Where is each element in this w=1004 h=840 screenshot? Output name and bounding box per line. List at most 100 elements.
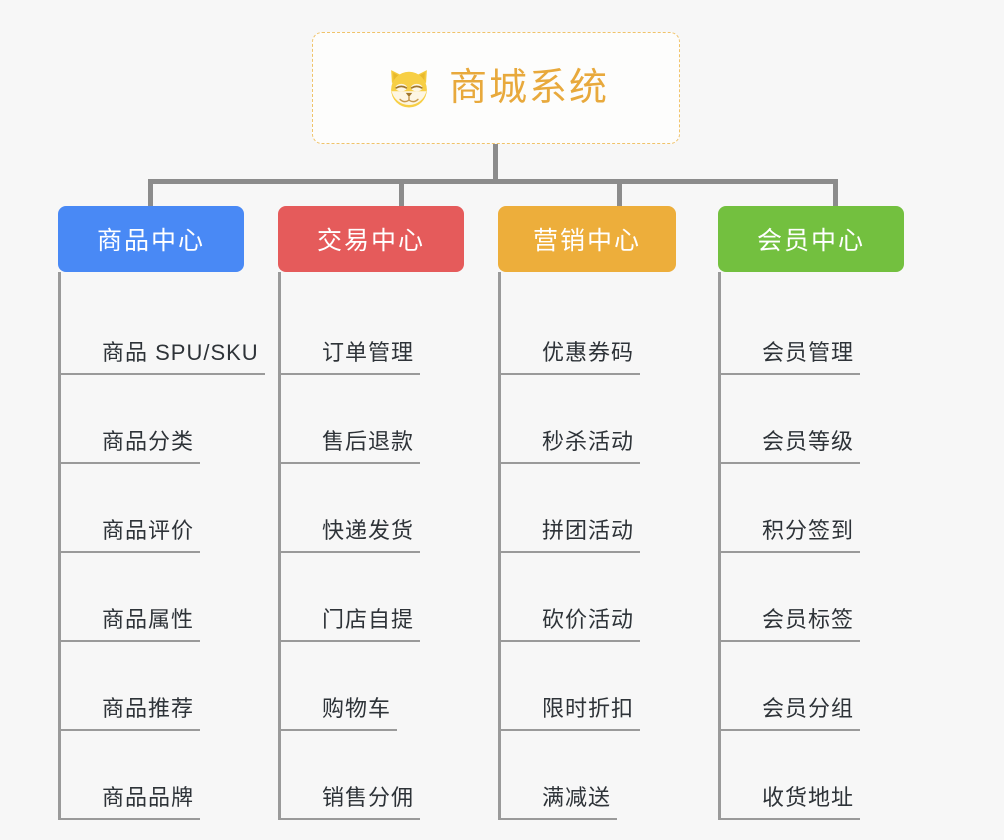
column-marketing-center: 营销中心 优惠券码 秒杀活动 拼团活动 砍价活动 <box>498 206 717 820</box>
list-item[interactable]: 秒杀活动 <box>498 375 717 464</box>
leaf-label: 收货地址 <box>762 784 855 810</box>
leaf-list-marketing: 优惠券码 秒杀活动 拼团活动 砍价活动 限时折扣 <box>498 272 717 820</box>
leaf-label: 满减送 <box>542 784 612 810</box>
leaf-label: 门店自提 <box>322 606 415 632</box>
root-title: 商城系统 <box>448 67 609 109</box>
list-item[interactable]: 售后退款 <box>278 375 497 464</box>
list-item[interactable]: 商品属性 <box>58 553 277 642</box>
connector-drop-1 <box>148 179 153 207</box>
leaf-label: 商品评价 <box>102 517 195 543</box>
category-header-product[interactable]: 商品中心 <box>58 206 244 272</box>
leaf-list-member: 会员管理 会员等级 积分签到 会员标签 会员分组 <box>718 272 937 820</box>
leaf-underline <box>718 818 861 820</box>
leaf-label: 购物车 <box>322 695 392 721</box>
leaf-label: 优惠券码 <box>542 339 635 365</box>
category-title: 会员中心 <box>756 227 865 255</box>
list-item[interactable]: 会员等级 <box>718 375 937 464</box>
connector-drop-3 <box>617 179 622 207</box>
leaf-label: 会员分组 <box>762 695 855 721</box>
leaf-underline <box>278 551 421 553</box>
leaf-underline <box>58 551 201 553</box>
leaf-label: 商品属性 <box>102 606 195 632</box>
leaf-underline <box>718 551 861 553</box>
category-title: 商品中心 <box>96 227 205 255</box>
leaf-underline <box>278 373 421 375</box>
list-item[interactable]: 会员标签 <box>718 553 937 642</box>
list-item[interactable]: 门店自提 <box>278 553 497 642</box>
leaf-label: 积分签到 <box>762 517 855 543</box>
leaf-underline <box>58 373 265 375</box>
leaf-label: 商品分类 <box>102 428 195 454</box>
leaf-trunk <box>58 272 61 820</box>
column-trade-center: 交易中心 订单管理 售后退款 快递发货 门店自提 <box>278 206 497 820</box>
root-node[interactable]: 商城系统 <box>312 32 680 144</box>
leaf-label: 商品推荐 <box>102 695 195 721</box>
list-item[interactable]: 商品分类 <box>58 375 277 464</box>
leaf-label: 商品品牌 <box>102 784 195 810</box>
leaf-underline <box>498 729 641 731</box>
leaf-underline <box>278 640 421 642</box>
leaf-label: 会员管理 <box>762 339 855 365</box>
leaf-underline <box>718 373 861 375</box>
list-item[interactable]: 收货地址 <box>718 731 937 820</box>
list-item[interactable]: 砍价活动 <box>498 553 717 642</box>
list-item[interactable]: 积分签到 <box>718 464 937 553</box>
column-member-center: 会员中心 会员管理 会员等级 积分签到 会员标签 <box>718 206 937 820</box>
leaf-underline <box>58 462 201 464</box>
connector-drop-4 <box>833 179 838 207</box>
leaf-underline <box>58 818 201 820</box>
list-item[interactable]: 商品 SPU/SKU <box>58 286 277 375</box>
category-header-trade[interactable]: 交易中心 <box>278 206 464 272</box>
leaf-label: 限时折扣 <box>542 695 635 721</box>
category-title: 交易中心 <box>316 227 425 255</box>
leaf-label: 销售分佣 <box>322 784 415 810</box>
leaf-underline <box>718 640 861 642</box>
leaf-underline <box>498 640 641 642</box>
list-item[interactable]: 销售分佣 <box>278 731 497 820</box>
category-header-marketing[interactable]: 营销中心 <box>498 206 676 272</box>
leaf-label: 秒杀活动 <box>542 428 635 454</box>
leaf-underline <box>498 462 641 464</box>
leaf-label: 订单管理 <box>322 339 415 365</box>
connector-bus-bar <box>148 179 838 184</box>
list-item[interactable]: 优惠券码 <box>498 286 717 375</box>
leaf-trunk <box>718 272 721 820</box>
leaf-label: 售后退款 <box>322 428 415 454</box>
list-item[interactable]: 订单管理 <box>278 286 497 375</box>
shiba-inu-icon <box>391 70 427 108</box>
list-item[interactable]: 会员管理 <box>718 286 937 375</box>
leaf-label: 会员标签 <box>762 606 855 632</box>
list-item[interactable]: 商品评价 <box>58 464 277 553</box>
leaf-label: 商品 SPU/SKU <box>102 339 259 365</box>
leaf-label: 快递发货 <box>322 517 415 543</box>
leaf-underline <box>58 729 201 731</box>
leaf-list-product: 商品 SPU/SKU 商品分类 商品评价 商品属性 商品推荐 <box>58 272 277 820</box>
list-item[interactable]: 满减送 <box>498 731 717 820</box>
leaf-label: 拼团活动 <box>542 517 635 543</box>
leaf-trunk <box>498 272 501 820</box>
list-item[interactable]: 会员分组 <box>718 642 937 731</box>
list-item[interactable]: 商品推荐 <box>58 642 277 731</box>
category-header-member[interactable]: 会员中心 <box>718 206 904 272</box>
leaf-label: 砍价活动 <box>542 606 635 632</box>
leaf-underline <box>278 818 421 820</box>
category-columns: 商品中心 商品 SPU/SKU 商品分类 商品评价 商品属性 <box>0 206 1004 820</box>
connector-drop-2 <box>399 179 404 207</box>
leaf-underline <box>498 551 641 553</box>
leaf-underline <box>718 729 861 731</box>
connector-root-stem <box>493 144 498 182</box>
list-item[interactable]: 商品品牌 <box>58 731 277 820</box>
leaf-underline <box>498 373 641 375</box>
column-product-center: 商品中心 商品 SPU/SKU 商品分类 商品评价 商品属性 <box>58 206 277 820</box>
list-item[interactable]: 限时折扣 <box>498 642 717 731</box>
list-item[interactable]: 购物车 <box>278 642 497 731</box>
leaf-trunk <box>278 272 281 820</box>
leaf-underline <box>58 640 201 642</box>
leaf-underline <box>718 462 861 464</box>
leaf-underline <box>498 818 618 820</box>
list-item[interactable]: 拼团活动 <box>498 464 717 553</box>
leaf-underline <box>278 462 421 464</box>
category-title: 营销中心 <box>532 227 641 255</box>
list-item[interactable]: 快递发货 <box>278 464 497 553</box>
